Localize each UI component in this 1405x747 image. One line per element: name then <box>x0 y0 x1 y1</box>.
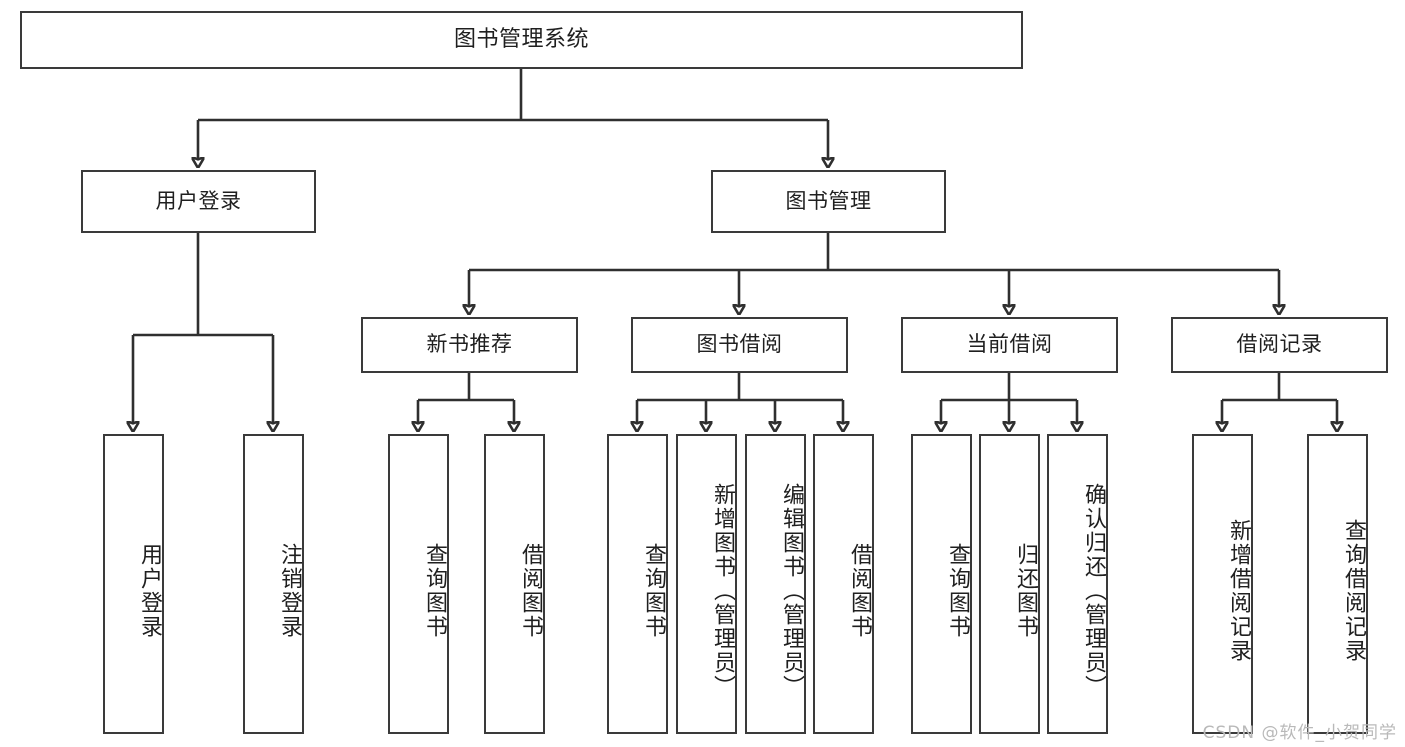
node-new-book-recommendation[interactable]: 新书推荐 <box>361 317 578 373</box>
leaf-query-book-borrow[interactable]: 查询图书 <box>607 434 668 734</box>
leaf-query-borrow-record[interactable]: 查询借阅记录 <box>1307 434 1368 734</box>
node-book-management[interactable]: 图书管理 <box>711 170 946 233</box>
leaf-borrow-book-new-rec[interactable]: 借阅图书 <box>484 434 545 734</box>
leaf-query-book-current[interactable]: 查询图书 <box>911 434 972 734</box>
node-user-login[interactable]: 用户登录 <box>81 170 316 233</box>
leaf-user-login[interactable]: 用户登录 <box>103 434 164 734</box>
node-current-borrowing[interactable]: 当前借阅 <box>901 317 1118 373</box>
leaf-logout[interactable]: 注销登录 <box>243 434 304 734</box>
leaf-edit-book-admin[interactable]: 编辑图书（管理员） <box>745 434 806 734</box>
watermark: CSDN @软件_小贺同学 <box>1202 723 1397 743</box>
leaf-borrow-book-borrow[interactable]: 借阅图书 <box>813 434 874 734</box>
node-root-book-management-system[interactable]: 图书管理系统 <box>20 11 1023 69</box>
leaf-add-book-admin[interactable]: 新增图书（管理员） <box>676 434 737 734</box>
leaf-add-borrow-record[interactable]: 新增借阅记录 <box>1192 434 1253 734</box>
node-book-borrowing[interactable]: 图书借阅 <box>631 317 848 373</box>
node-borrowing-records[interactable]: 借阅记录 <box>1171 317 1388 373</box>
leaf-confirm-return-admin[interactable]: 确认归还（管理员） <box>1047 434 1108 734</box>
leaf-query-book-new-rec[interactable]: 查询图书 <box>388 434 449 734</box>
leaf-return-book[interactable]: 归还图书 <box>979 434 1040 734</box>
